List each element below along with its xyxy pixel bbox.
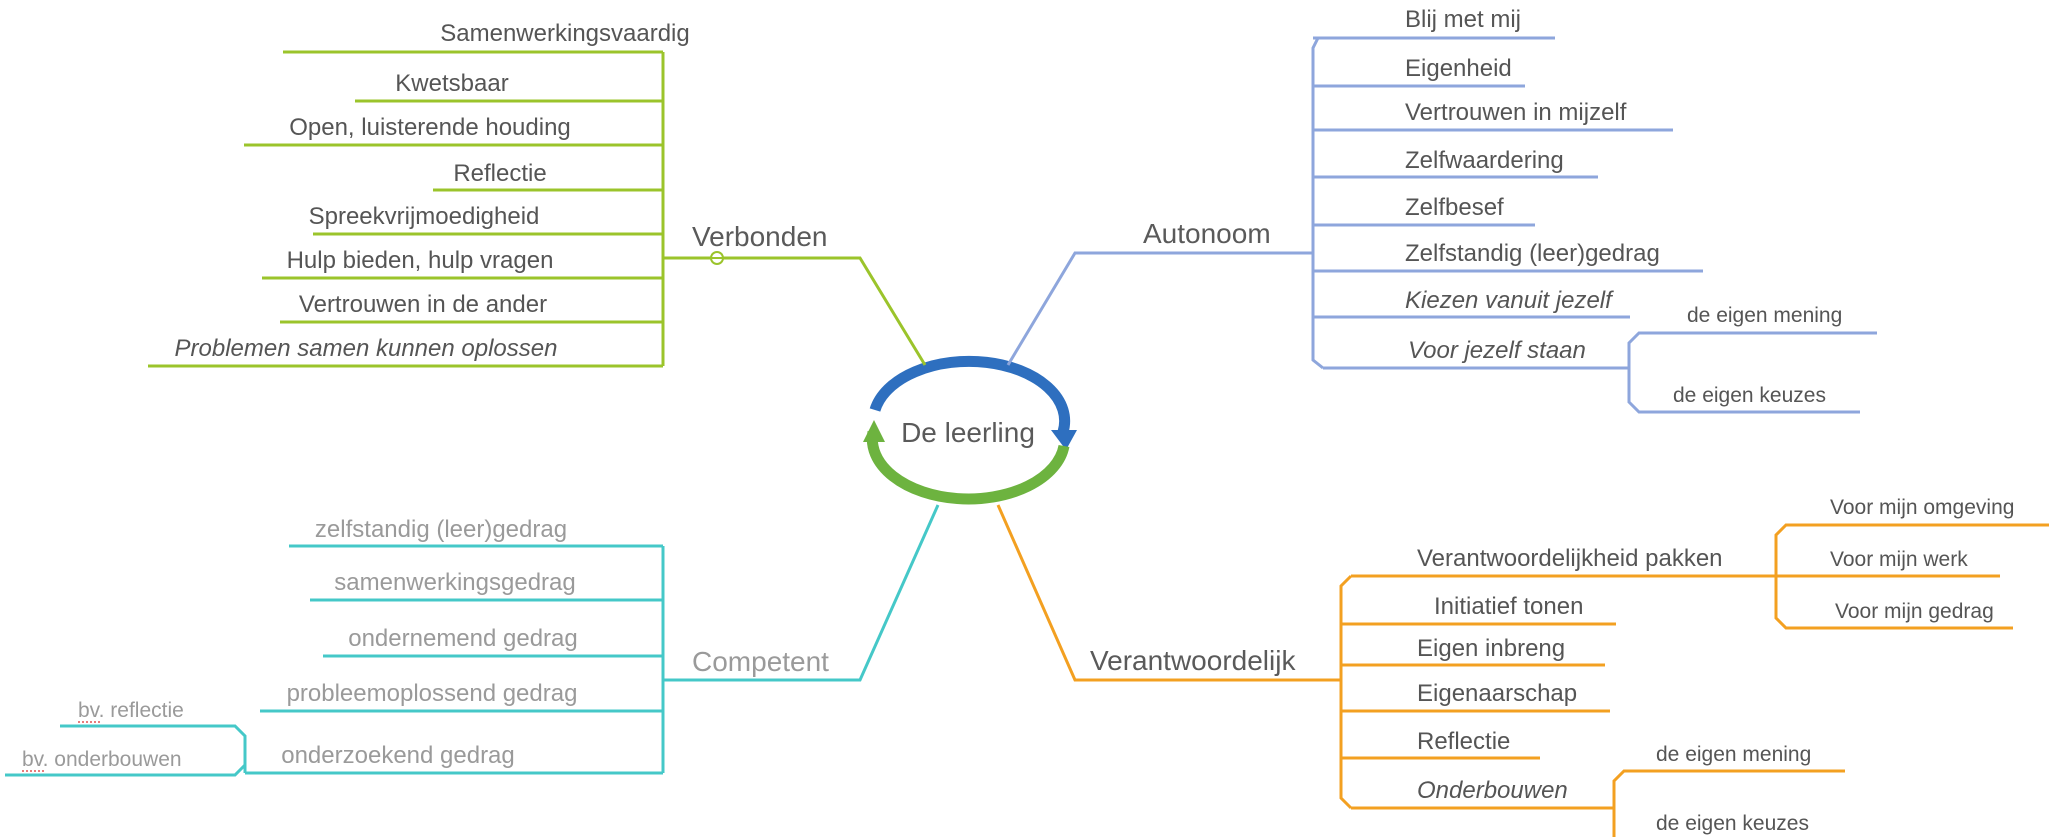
item-hulp-bieden[interactable]: Hulp bieden, hulp vragen: [287, 247, 554, 274]
sub-de-eigen-mening[interactable]: de eigen mening: [1687, 304, 1842, 327]
connector-competent: [663, 504, 940, 682]
item-eigenheid[interactable]: Eigenheid: [1405, 55, 1512, 82]
spine-autonoom: [1311, 37, 1324, 370]
item-ondernemend-gedrag[interactable]: ondernemend gedrag: [348, 625, 578, 652]
item-zelfbesef[interactable]: Zelfbesef: [1405, 194, 1504, 221]
cycle-arrowhead-blue: [1051, 430, 1077, 450]
item-problemen-samen-oplossen[interactable]: Problemen samen kunnen oplossen: [175, 335, 558, 362]
item-vertrouwen-in-de-ander[interactable]: Vertrouwen in de ander: [299, 291, 547, 318]
cycle-arrow-blue: [869, 355, 1071, 434]
item-voor-jezelf-staan[interactable]: Voor jezelf staan: [1408, 337, 1586, 364]
item-onderbouwen[interactable]: Onderbouwen: [1417, 777, 1568, 804]
item-kwetsbaar[interactable]: Kwetsbaar: [395, 70, 508, 97]
connector-autonoom: [1006, 251, 1313, 366]
item-probleemoplossend-gedrag[interactable]: probleemoplossend gedrag: [287, 680, 578, 707]
branch-verbonden: Verbonden Samenwerkingsvaardig Kwetsbaar…: [148, 20, 927, 368]
sub-line-mening-v: [1612, 769, 1845, 808]
item-verantwoordelijkheid-pakken[interactable]: Verantwoordelijkheid pakken: [1417, 545, 1723, 572]
branch-verantwoordelijk: Verantwoordelijk Verantwoordelijkheid pa…: [996, 496, 2049, 837]
branch-label-competent[interactable]: Competent: [692, 646, 829, 677]
branch-autonoom: Autonoom Blij met mij Eigenheid Vertrouw…: [1006, 6, 1877, 414]
branch-label-verbonden[interactable]: Verbonden: [692, 221, 827, 252]
item-open-luisterende-houding[interactable]: Open, luisterende houding: [289, 114, 571, 141]
item-initiatief-tonen[interactable]: Initiatief tonen: [1434, 593, 1583, 620]
item-zelfstandig-leergedrag[interactable]: Zelfstandig (leer)gedrag: [1405, 240, 1660, 267]
central-node[interactable]: De leerling: [863, 355, 1077, 505]
branch-label-autonoom[interactable]: Autonoom: [1143, 218, 1271, 249]
sub-line-mening: [1627, 331, 1877, 368]
item-vertrouwen-in-mijzelf[interactable]: Vertrouwen in mijzelf: [1405, 99, 1627, 126]
cycle-arrow-green: [866, 430, 1070, 505]
sub-voor-mijn-werk[interactable]: Voor mijn werk: [1830, 548, 1968, 571]
item-samenwerkingsvaardig[interactable]: Samenwerkingsvaardig: [440, 20, 689, 47]
sub-voor-mijn-omgeving[interactable]: Voor mijn omgeving: [1830, 496, 2014, 519]
item-reflectie-v[interactable]: Reflectie: [1417, 728, 1510, 755]
item-eigenaarschap[interactable]: Eigenaarschap: [1417, 680, 1577, 707]
branch-competent: Competent zelfstandig (leer)gedrag samen…: [5, 504, 940, 777]
cycle-arrowhead-green: [863, 420, 885, 442]
branch-label-verantwoordelijk[interactable]: Verantwoordelijk: [1090, 645, 1296, 676]
sub-line-reflectie: [60, 724, 247, 773]
central-label: De leerling: [901, 417, 1035, 448]
sub-line-gedrag: [1774, 576, 2013, 630]
sub-line-keuzes: [1627, 368, 1860, 414]
item-zelfwaardering[interactable]: Zelfwaardering: [1405, 147, 1564, 174]
sub-line-onderbouwen: [5, 761, 247, 777]
sub-de-eigen-keuzes-v[interactable]: de eigen keuzes: [1656, 812, 1809, 835]
sub-bv-onderbouwen[interactable]: bv. onderbouwen: [22, 748, 182, 771]
item-eigen-inbreng[interactable]: Eigen inbreng: [1417, 635, 1565, 662]
connector-verantwoordelijk: [996, 504, 1341, 682]
spine-verantwoordelijk: [1339, 574, 1353, 810]
item-reflectie[interactable]: Reflectie: [453, 160, 546, 187]
item-blij-met-mij[interactable]: Blij met mij: [1405, 6, 1521, 33]
item-samenwerkingsgedrag[interactable]: samenwerkingsgedrag: [334, 569, 575, 596]
sub-bv-reflectie[interactable]: bv. reflectie: [78, 699, 184, 722]
item-zelfstandig-leergedrag-c[interactable]: zelfstandig (leer)gedrag: [315, 516, 567, 543]
sub-voor-mijn-gedrag[interactable]: Voor mijn gedrag: [1835, 600, 1994, 623]
sub-line-omgeving: [1774, 523, 2049, 576]
sub-de-eigen-mening-v[interactable]: de eigen mening: [1656, 743, 1811, 766]
sub-de-eigen-keuzes[interactable]: de eigen keuzes: [1673, 384, 1826, 407]
item-spreekvrijmoedigheid[interactable]: Spreekvrijmoedigheid: [309, 203, 540, 230]
item-kiezen-vanuit-jezelf[interactable]: Kiezen vanuit jezelf: [1405, 287, 1614, 314]
item-onderzoekend-gedrag[interactable]: onderzoekend gedrag: [281, 742, 515, 769]
connector-verbonden: [663, 256, 927, 366]
